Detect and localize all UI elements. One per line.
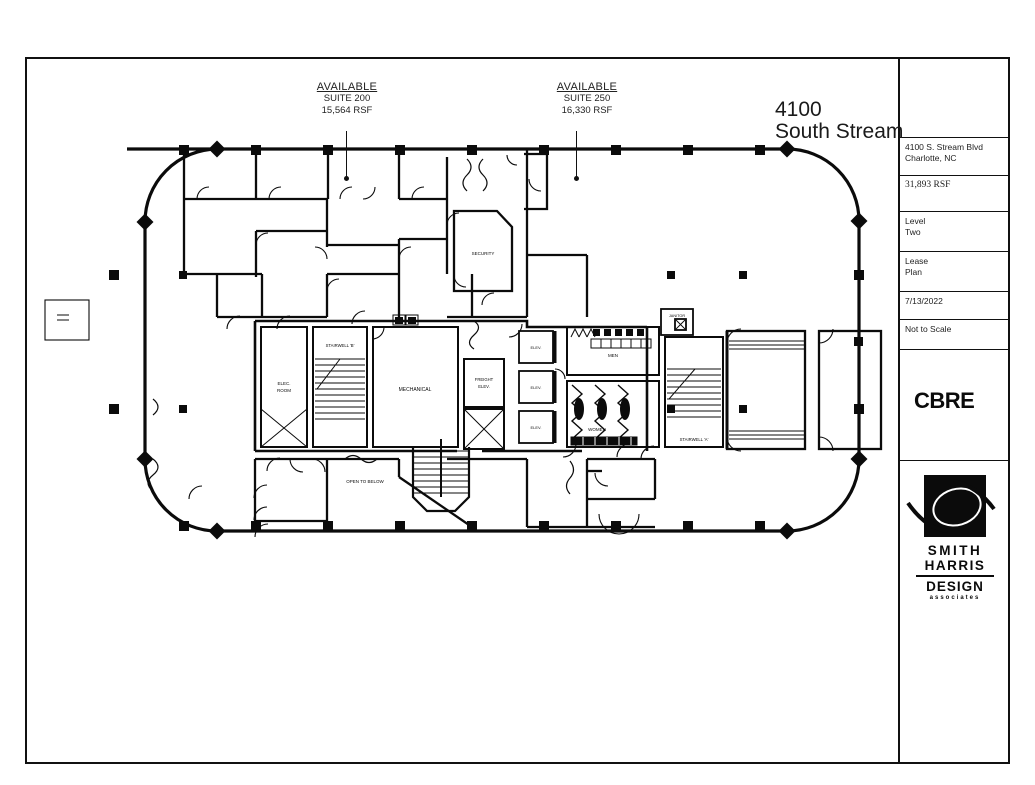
label-stairwell-b: STAIRWELL 'B' bbox=[326, 343, 355, 348]
callout-suite: SUITE 250 bbox=[563, 93, 611, 104]
passenger-elevators bbox=[518, 330, 557, 444]
label-women: WOMEN bbox=[588, 427, 606, 432]
callout-suite-200: AVAILABLE SUITE 200 15,564 RSF bbox=[282, 81, 412, 117]
leader-dot bbox=[344, 176, 349, 181]
restrooms bbox=[566, 326, 660, 448]
designer-line-2: HARRIS bbox=[924, 558, 986, 573]
project-name-line-2: South Stream bbox=[775, 120, 904, 143]
leader-dot bbox=[574, 176, 579, 181]
label-elec-room-2: ROOM bbox=[277, 388, 291, 393]
floor-plan: SECURITY ELEC. ROOM STAIRWELL 'B' MECHAN… bbox=[27, 59, 902, 766]
interior-partitions-northeast bbox=[524, 149, 589, 317]
door-swings bbox=[188, 154, 834, 538]
label-freight-elev-1: FREIGHT bbox=[475, 377, 494, 382]
title-block-total-rsf: 31,893 RSF bbox=[900, 176, 1008, 212]
designer-line-1: SMITH bbox=[927, 543, 983, 558]
drawing-sheet: SECURITY ELEC. ROOM STAIRWELL 'B' MECHAN… bbox=[25, 57, 1010, 764]
title-block: 4100 South Stream 4100 S. Stream Blvd Ch… bbox=[775, 59, 1008, 762]
wall-break-symbols bbox=[147, 158, 575, 495]
core-rooms bbox=[260, 314, 505, 450]
building-exterior-wall bbox=[127, 147, 861, 533]
plan-type-line-1: Lease bbox=[905, 256, 929, 266]
label-men: MEN bbox=[608, 353, 618, 358]
label-elec-room-1: ELEC. bbox=[277, 381, 290, 386]
label-elev-3: ELEV. bbox=[531, 425, 542, 430]
callout-leader-250 bbox=[574, 131, 579, 181]
label-elev-2: ELEV. bbox=[531, 385, 542, 390]
title-block-level: Level Two bbox=[900, 212, 1008, 252]
title-block-broker-logo: CBRE bbox=[900, 350, 1008, 461]
total-rsf-value: 31,893 RSF bbox=[905, 180, 951, 190]
janitor-closet bbox=[660, 308, 694, 336]
callout-rsf: 15,564 RSF bbox=[321, 105, 373, 116]
interior-partitions-north bbox=[182, 149, 527, 319]
title-block-address: 4100 S. Stream Blvd Charlotte, NC bbox=[900, 138, 1008, 176]
stairwell-a bbox=[664, 336, 724, 448]
callout-status: AVAILABLE bbox=[316, 81, 378, 93]
label-security: SECURITY bbox=[472, 251, 495, 256]
designer-line-4: associates bbox=[929, 595, 981, 601]
label-elev-1: ELEV. bbox=[531, 345, 542, 350]
callout-suite: SUITE 200 bbox=[323, 93, 371, 104]
title-block-project-header: 4100 South Stream bbox=[775, 59, 1008, 143]
callout-status: AVAILABLE bbox=[556, 81, 618, 93]
callout-rsf: 16,330 RSF bbox=[561, 105, 613, 116]
project-name-line-1: 4100 bbox=[775, 98, 822, 121]
label-freight-elev-2: ELEV. bbox=[478, 384, 490, 389]
address-line-1: 4100 S. Stream Blvd bbox=[905, 142, 983, 152]
scale-value: Not to Scale bbox=[905, 324, 952, 334]
title-block-plan-type: Lease Plan bbox=[900, 252, 1008, 292]
label-janitor: JANITOR bbox=[669, 314, 685, 318]
column-grid bbox=[109, 140, 868, 540]
project-name: 4100 South Stream bbox=[775, 99, 1005, 143]
cbre-logo: CBRE bbox=[914, 388, 975, 413]
address-line-2: Charlotte, NC bbox=[905, 153, 957, 163]
label-stairwell-a: STAIRWELL 'A' bbox=[680, 437, 709, 442]
label-open-to-below: OPEN TO BELOW bbox=[346, 479, 384, 484]
label-mechanical: MECHANICAL bbox=[399, 387, 432, 393]
level-line-1: Level bbox=[905, 216, 926, 226]
floor-plan-svg: SECURITY ELEC. ROOM STAIRWELL 'B' MECHAN… bbox=[44, 140, 883, 540]
callout-suite-250: AVAILABLE SUITE 250 16,330 RSF bbox=[522, 81, 652, 117]
date-value: 7/13/2022 bbox=[905, 296, 943, 306]
title-block-date: 7/13/2022 bbox=[900, 292, 1008, 320]
plan-type-line-2: Plan bbox=[905, 267, 923, 277]
designer-divider bbox=[916, 575, 994, 577]
open-to-below-stair bbox=[411, 439, 471, 513]
interior-partitions-east bbox=[725, 329, 883, 451]
level-line-2: Two bbox=[905, 227, 921, 237]
exterior-vestibule bbox=[44, 299, 90, 341]
designer-line-3: DESIGN bbox=[926, 579, 984, 594]
smith-harris-wordmark: SMITH HARRIS DESIGN associates bbox=[914, 543, 996, 603]
callout-leader-200 bbox=[344, 131, 349, 181]
title-block-scale: Not to Scale bbox=[900, 320, 1008, 350]
swoosh-icon bbox=[906, 479, 996, 533]
